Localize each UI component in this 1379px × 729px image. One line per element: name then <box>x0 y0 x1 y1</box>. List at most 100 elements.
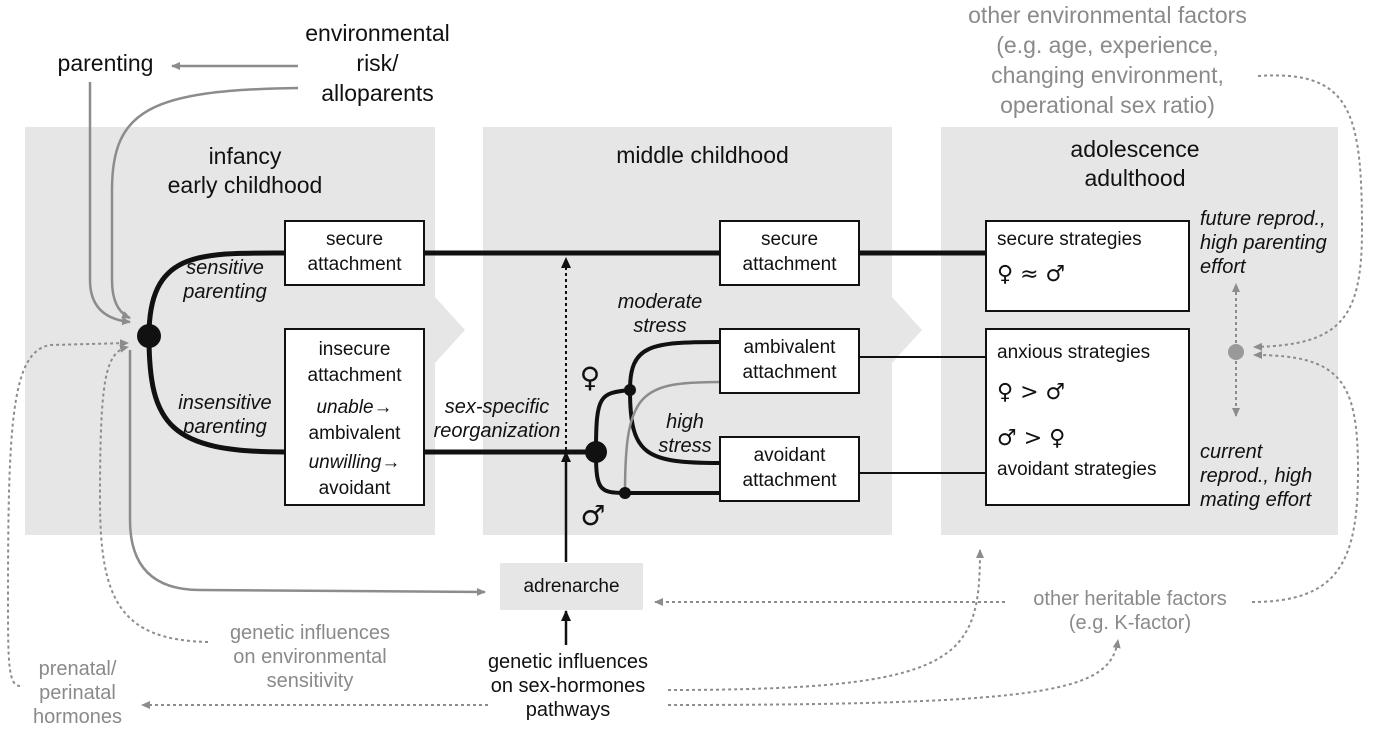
arrow-sexgenetic-to-adult <box>667 549 984 691</box>
secure-strategies-box: secure strategies ♀ ≈ ♂ <box>985 220 1190 312</box>
node-male-split <box>619 487 631 499</box>
high-line-2: stress <box>658 435 712 457</box>
environmental-risk-label: environmental risk/ alloparents <box>290 18 465 108</box>
current-line-1: current <box>1200 441 1263 463</box>
ambivalent-att-line-1: ambivalent <box>743 337 836 358</box>
adrenarche-box: adrenarche <box>500 563 643 610</box>
path-female-high-stress <box>628 389 721 465</box>
arrow-env-to-node <box>110 86 299 320</box>
insecure-attachment-box: insecure attachment unable→ ambivalent u… <box>284 328 425 506</box>
insensitive-parenting-label: insensitive parenting <box>165 391 285 439</box>
arrow-node-to-adrenarche <box>128 350 486 596</box>
path-sensitive <box>146 250 286 337</box>
sensitive-line-2: parenting <box>183 281 267 303</box>
moderate-line-1: moderate <box>617 291 703 313</box>
insecure-line-2: attachment <box>307 365 402 386</box>
prenatal-line-2: perinatal <box>39 682 116 704</box>
secure-2-line-2: attachment <box>742 253 837 275</box>
node-sex-branch <box>585 441 607 463</box>
genetic-env-line-2: on environmental <box>233 646 387 668</box>
prenatal-line-1: prenatal/ <box>38 658 117 680</box>
genetic-sex-line-2: on sex-hormones <box>490 675 646 697</box>
genetic-environmental-sensitivity: genetic influences on environmental sens… <box>210 621 410 693</box>
high-stress-label: high stress <box>645 410 725 458</box>
path-male-ambivalent <box>623 380 721 494</box>
path-male-branch <box>594 453 626 495</box>
male-symbol: ♂ <box>580 499 606 532</box>
ambivalent-label-1: ambivalent <box>308 423 401 444</box>
unwilling-label: unwilling→ <box>308 452 401 473</box>
secure-1-line-2: attachment <box>307 253 402 275</box>
high-line-1: high <box>666 411 704 433</box>
stage-adolescence-title: adolescence adulthood <box>1030 135 1240 193</box>
current-reproduction-label: current reprod., high mating effort <box>1200 440 1340 512</box>
arrow-sexgenetic-to-heritable <box>667 639 1121 706</box>
other-env-line-3: changing environment, <box>991 62 1224 88</box>
insensitive-line-1: insensitive <box>178 392 272 414</box>
other-env-line-1: other environmental factors <box>968 2 1247 28</box>
secure-1-line-1: secure <box>325 229 384 250</box>
insecure-line-1: insecure <box>318 339 391 360</box>
avoidant-strategies-label: avoidant strategies <box>997 458 1157 480</box>
future-line-3: effort <box>1200 256 1246 278</box>
genetic-sex-line-1: genetic influences <box>487 651 649 673</box>
arrow-prenatal-to-node <box>6 339 129 687</box>
node-strategy-tradeoff <box>1228 344 1244 360</box>
other-env-line-4: operational sex ratio) <box>1000 92 1215 118</box>
secure-strategies-label: secure strategies <box>997 229 1142 250</box>
node-female-split <box>624 384 636 396</box>
parenting-label: parenting <box>57 50 154 76</box>
other-environmental-factors: other environmental factors (e.g. age, e… <box>950 0 1265 120</box>
future-reproduction-label: future reprod., high parenting effort <box>1200 207 1340 279</box>
female-symbol: ♀ <box>579 361 601 394</box>
heritable-line-2: (e.g. K-factor) <box>1068 612 1192 634</box>
avoidant-att-line-1: avoidant <box>753 445 826 466</box>
prenatal-line-3: hormones <box>33 706 122 728</box>
sex-specific-line-1: sex-specific <box>444 396 550 418</box>
sex-specific-reorganization-label: sex-specific reorganization <box>427 395 567 443</box>
arrow-heritable-to-node <box>1251 351 1360 603</box>
infancy-line-1: infancy <box>208 143 282 169</box>
anxious-strategies-label: anxious strategies <box>997 342 1151 363</box>
prenatal-hormones: prenatal/ perinatal hormones <box>20 657 135 729</box>
secure-relation: ♀ ≈ ♂ <box>997 261 1066 287</box>
genetic-env-line-1: genetic influences <box>229 622 391 644</box>
genetic-env-line-3: sensitivity <box>266 670 354 692</box>
env-risk-line-3: alloparents <box>321 80 434 106</box>
moderate-line-2: stress <box>633 315 687 337</box>
secure-attachment-box-2: secure attachment <box>719 220 860 286</box>
secure-2-line-1: secure <box>760 229 819 250</box>
avoidant-label-1: avoidant <box>318 478 391 499</box>
path-female-branch <box>594 388 631 451</box>
sensitive-parenting-label: sensitive parenting <box>170 256 280 304</box>
infancy-line-2: early childhood <box>167 172 323 198</box>
avoidant-relation: ♂ > ♀ <box>997 426 1066 451</box>
other-heritable-factors: other heritable factors (e.g. K-factor) <box>1015 587 1245 635</box>
current-line-3: mating effort <box>1200 489 1312 511</box>
current-line-2: reprod., high <box>1200 465 1313 487</box>
insensitive-line-2: parenting <box>183 416 267 438</box>
unable-label: unable→ <box>316 397 393 418</box>
ambivalent-attachment-box: ambivalent attachment <box>719 328 860 394</box>
avoidant-attachment-box: avoidant attachment <box>719 436 860 502</box>
secure-attachment-box-1: secure attachment <box>284 220 425 286</box>
genetic-sex-hormones: genetic influences on sex-hormones pathw… <box>478 650 658 722</box>
env-risk-line-1: environmental <box>305 20 450 46</box>
ambivalent-att-line-2: attachment <box>742 361 837 383</box>
moderate-stress-label: moderate stress <box>605 290 715 338</box>
genetic-sex-line-3: pathways <box>525 699 611 721</box>
adolescence-line-2: adulthood <box>1084 165 1186 191</box>
stage-middle-title: middle childhood <box>616 142 789 168</box>
future-line-2: high parenting <box>1200 232 1327 254</box>
node-parenting-branch <box>137 324 161 348</box>
avoidant-att-line-2: attachment <box>742 469 837 491</box>
arrow-otherenv-to-node <box>1253 74 1364 351</box>
insecure-strategies-box: anxious strategies ♀ > ♂ ♂ > ♀ avoidant … <box>985 328 1190 506</box>
env-risk-line-2: risk/ <box>356 50 399 76</box>
path-insensitive <box>146 335 286 455</box>
arrow-genetic-env-to-node <box>98 344 209 643</box>
future-line-1: future reprod., <box>1200 208 1326 230</box>
sex-specific-line-2: reorganization <box>433 420 561 442</box>
heritable-line-1: other heritable factors <box>1033 588 1227 610</box>
arrow-parenting-to-node <box>88 82 131 326</box>
